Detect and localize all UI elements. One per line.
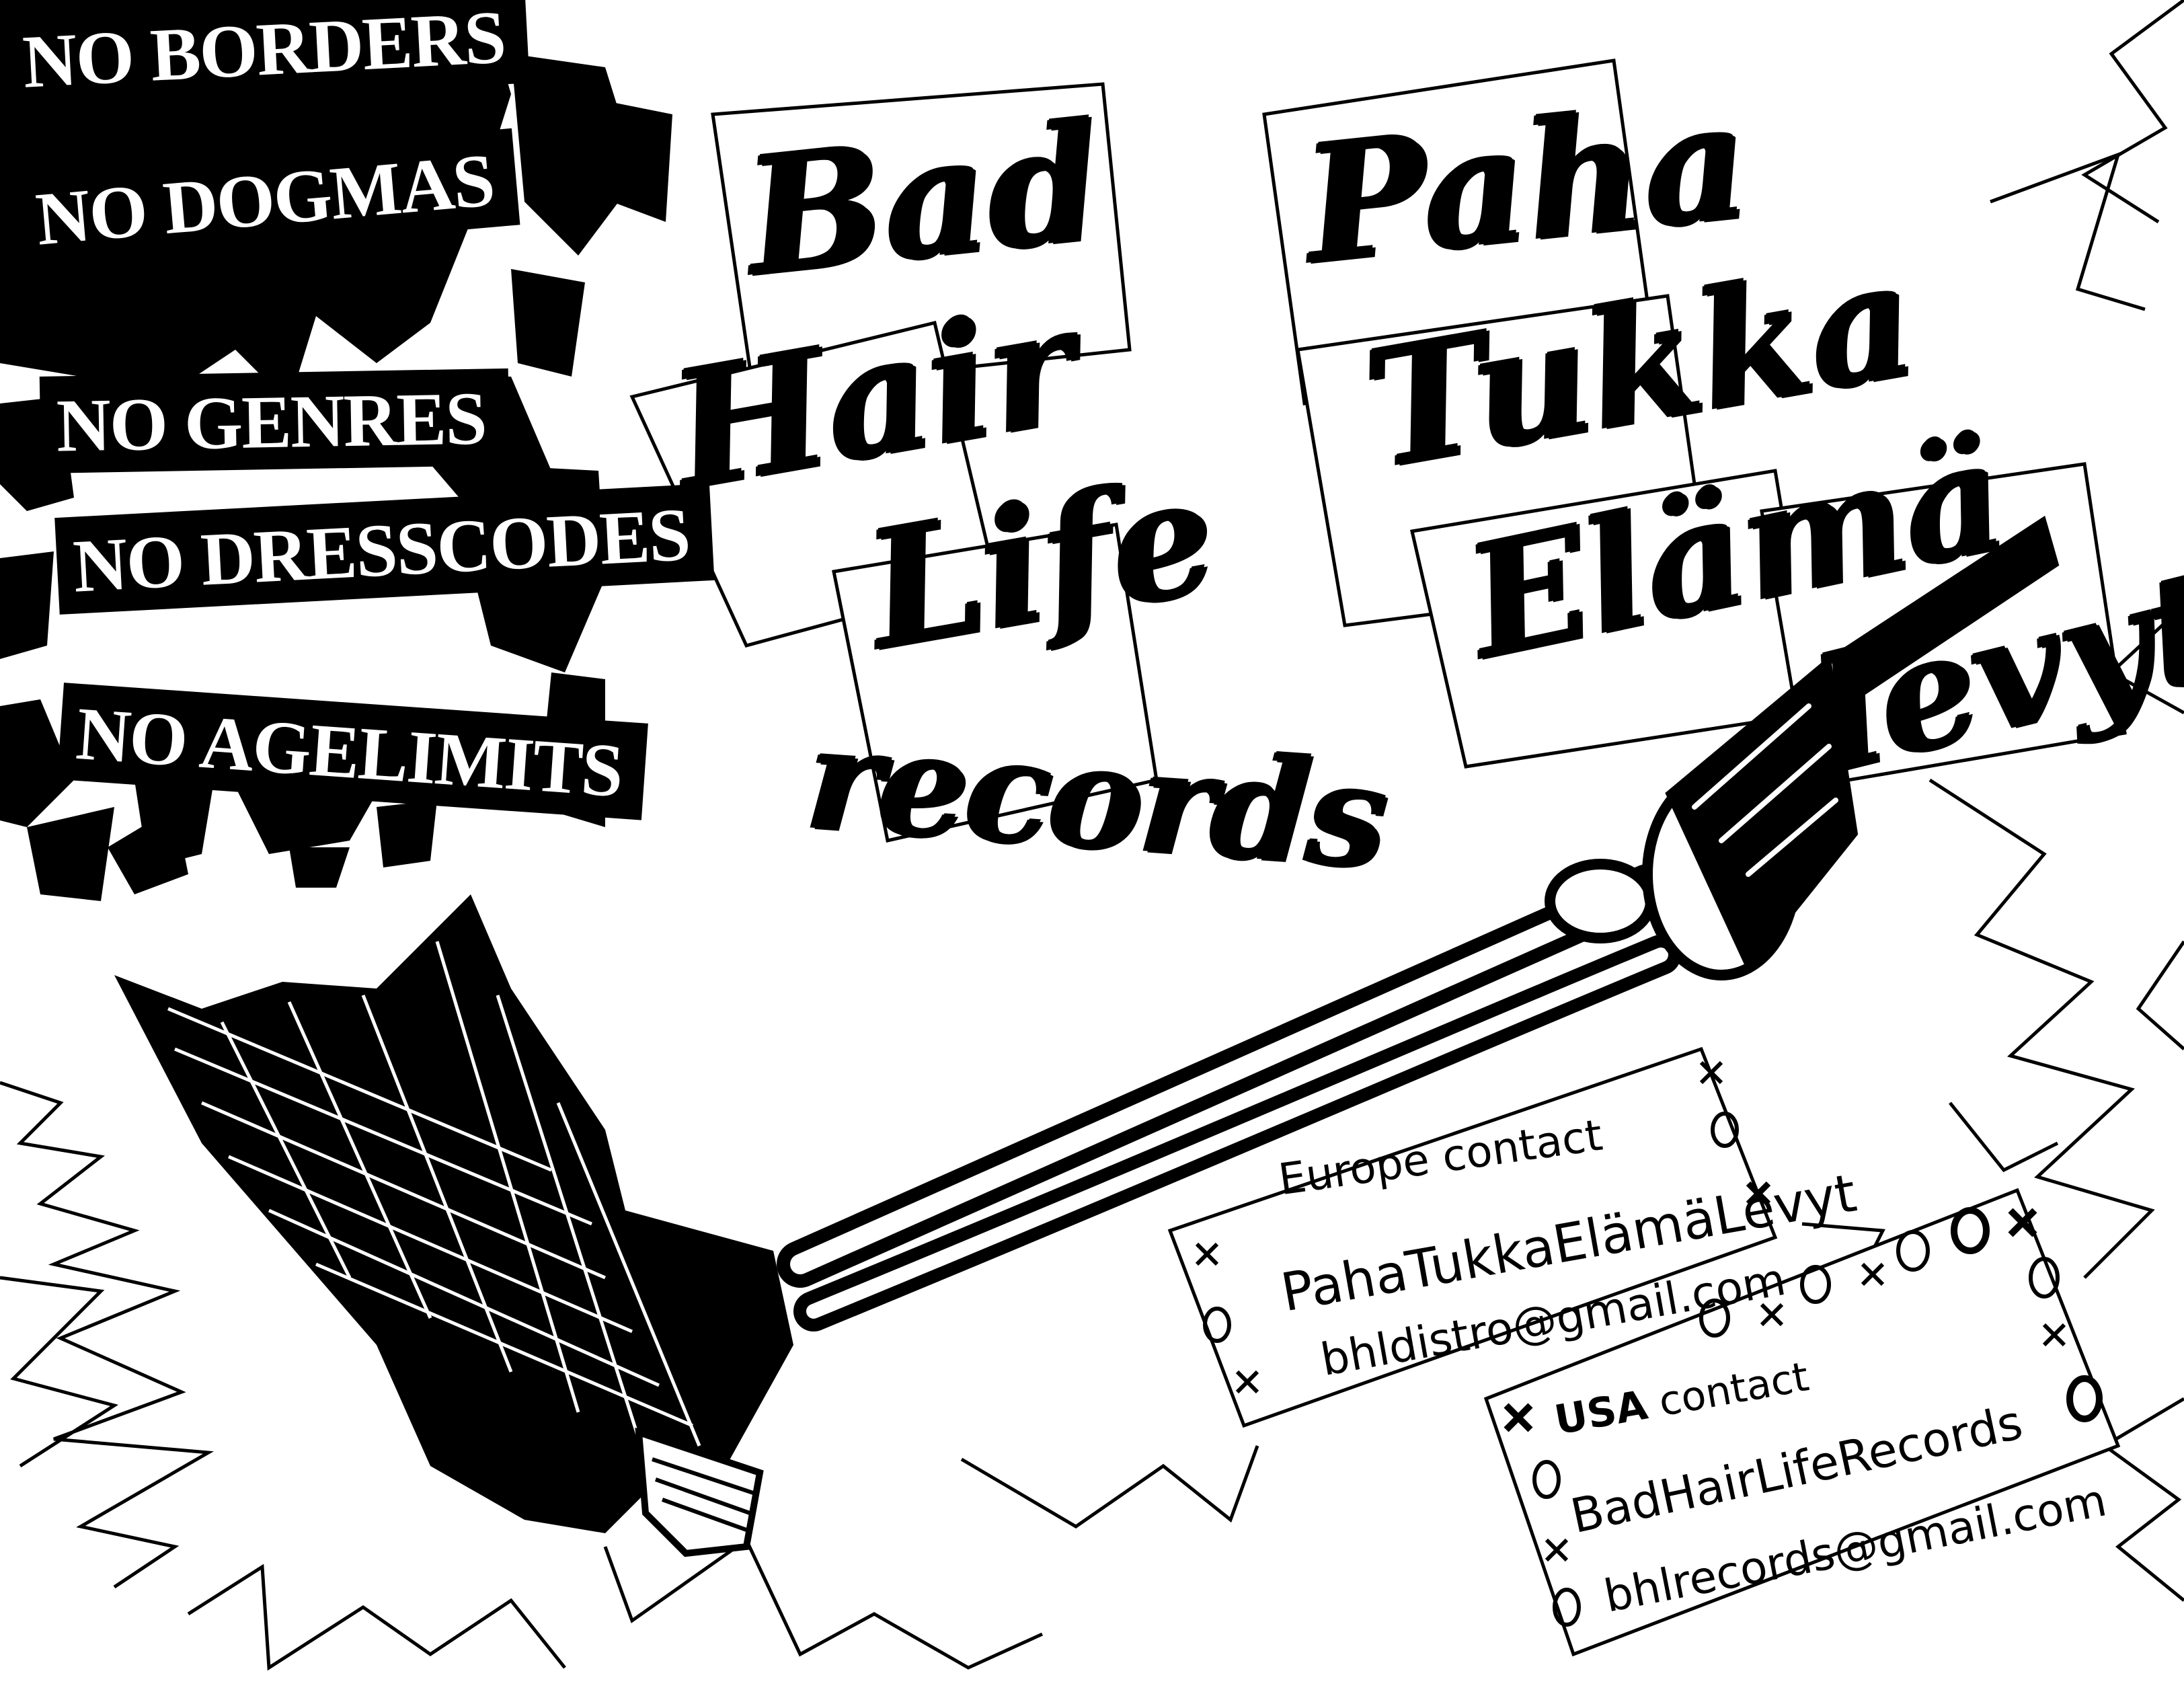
fishnet-sleeve-illustration	[114, 894, 793, 1557]
skeleton-arm-illustration	[777, 515, 2060, 1331]
contact-cards	[1167, 1046, 2121, 1657]
logo-word-records: records	[802, 693, 1391, 900]
tic-tac-toe-marks	[1195, 1060, 2103, 1627]
logo-word-bad: Bad	[737, 85, 1109, 311]
slogan-no-genres: NO GENRES	[39, 368, 510, 473]
logo-word-paha: Paha	[1296, 64, 1757, 299]
logo-paper-squares	[629, 59, 2127, 843]
